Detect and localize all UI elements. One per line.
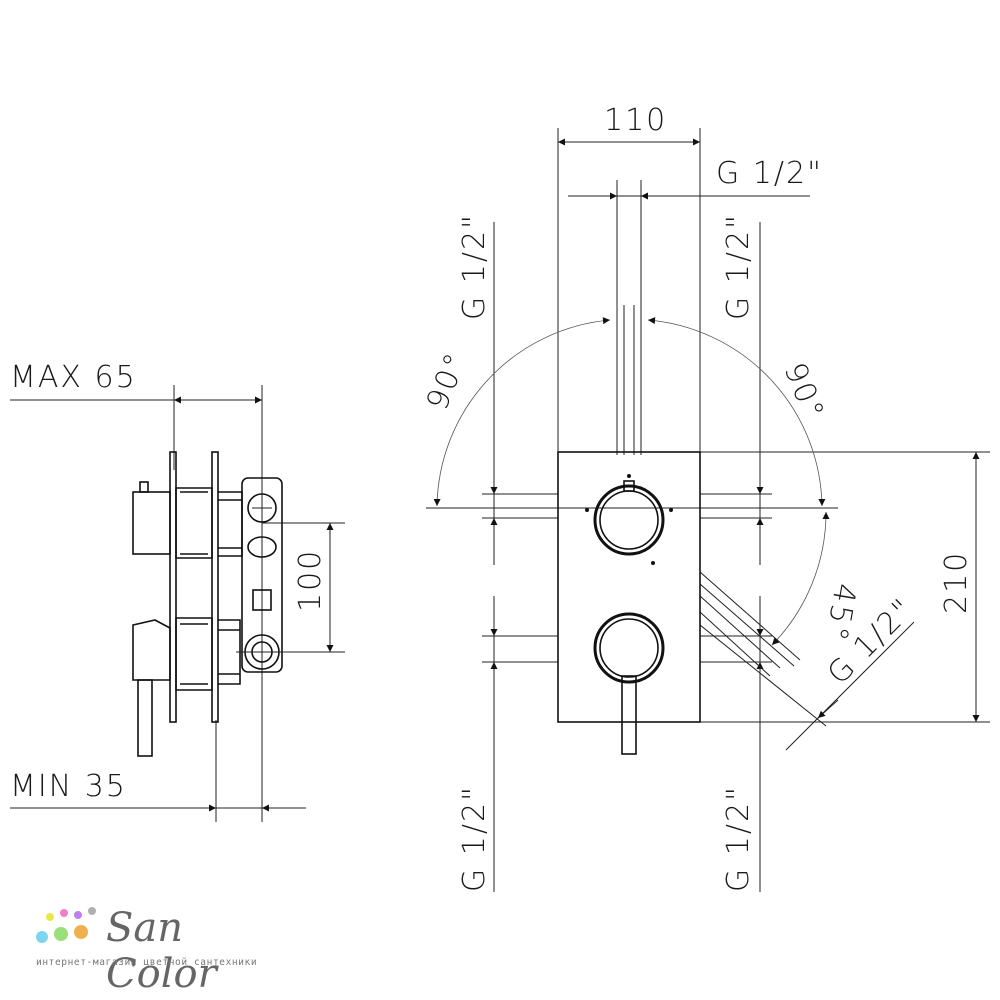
logo-dot bbox=[74, 925, 88, 939]
side-view: MAX 65 MIN 35 100 bbox=[10, 360, 345, 822]
height-label: 210 bbox=[939, 551, 974, 614]
diagonal-thread-ext bbox=[699, 624, 827, 727]
diagonal-thread-dim-line bbox=[785, 621, 915, 751]
lower-knob bbox=[132, 619, 171, 681]
logo-tagline: интернет-магазин цветной сантехники bbox=[36, 957, 258, 968]
upper-knob-pin bbox=[139, 481, 149, 493]
block-slot bbox=[252, 589, 272, 611]
middle-port bbox=[247, 536, 277, 558]
diagonal-pipe-outer-1 bbox=[699, 571, 801, 661]
diagonal-pipe-inner-1 bbox=[699, 583, 795, 667]
lower-lever-handle bbox=[621, 675, 637, 755]
dot-top bbox=[627, 474, 631, 478]
diagonal-pipe-outer-2 bbox=[699, 611, 771, 677]
logo-dot bbox=[36, 931, 48, 943]
upper-control-knob bbox=[593, 484, 665, 556]
diagonal-thread-arrow bbox=[817, 699, 839, 719]
upper-port bbox=[247, 493, 277, 523]
upper-left-thread-label: G 1/2" bbox=[457, 213, 492, 320]
dot-left bbox=[585, 508, 589, 512]
angle-left-label: 90° bbox=[420, 347, 475, 415]
upper-control-knob-inner bbox=[599, 490, 659, 550]
logo-dot bbox=[60, 909, 68, 917]
connection-block bbox=[241, 477, 283, 673]
dot-right bbox=[669, 508, 673, 512]
angle-right-label: 90° bbox=[777, 358, 832, 426]
lower-lever bbox=[137, 679, 153, 757]
upper-knob-indicator bbox=[623, 480, 635, 492]
angle-arc-left bbox=[433, 317, 611, 507]
upper-valve-body bbox=[218, 491, 243, 557]
wall-plate-outer bbox=[169, 451, 177, 723]
angle-arc-diagonal bbox=[771, 511, 830, 646]
lower-control-knob bbox=[593, 612, 665, 684]
top-thread-label: G 1/2" bbox=[716, 156, 823, 191]
diagonal-pipe-inner-2 bbox=[699, 595, 781, 669]
logo-brand: San Color bbox=[106, 905, 217, 997]
width-label: 110 bbox=[604, 103, 667, 138]
wall-plate-inner bbox=[211, 451, 219, 723]
logo-dot bbox=[88, 907, 96, 915]
dot-bottom bbox=[651, 561, 655, 565]
sancolor-logo: San Color интернет-магазин цветной санте… bbox=[34, 905, 284, 997]
lower-left-thread-label: G 1/2" bbox=[457, 785, 492, 892]
upper-cartridge-body bbox=[175, 487, 213, 559]
max-depth-label: MAX 65 bbox=[10, 360, 137, 395]
logo-dot bbox=[46, 913, 54, 921]
spacing-label: 100 bbox=[293, 549, 328, 612]
lower-control-knob-inner bbox=[599, 618, 659, 678]
lower-right-thread-label: G 1/2" bbox=[721, 785, 756, 892]
min-depth-label: MIN 35 bbox=[10, 769, 127, 804]
lower-cartridge-body bbox=[175, 617, 213, 691]
faceplate bbox=[557, 451, 701, 723]
upper-right-thread-label: G 1/2" bbox=[721, 213, 756, 320]
upper-knob bbox=[132, 491, 171, 555]
angle-arc-right bbox=[647, 317, 826, 507]
logo-dot bbox=[54, 927, 68, 941]
logo-dot bbox=[74, 911, 82, 919]
front-view: 110 G 1/2" G 1/2" G 1/2" G 1 bbox=[420, 103, 990, 892]
